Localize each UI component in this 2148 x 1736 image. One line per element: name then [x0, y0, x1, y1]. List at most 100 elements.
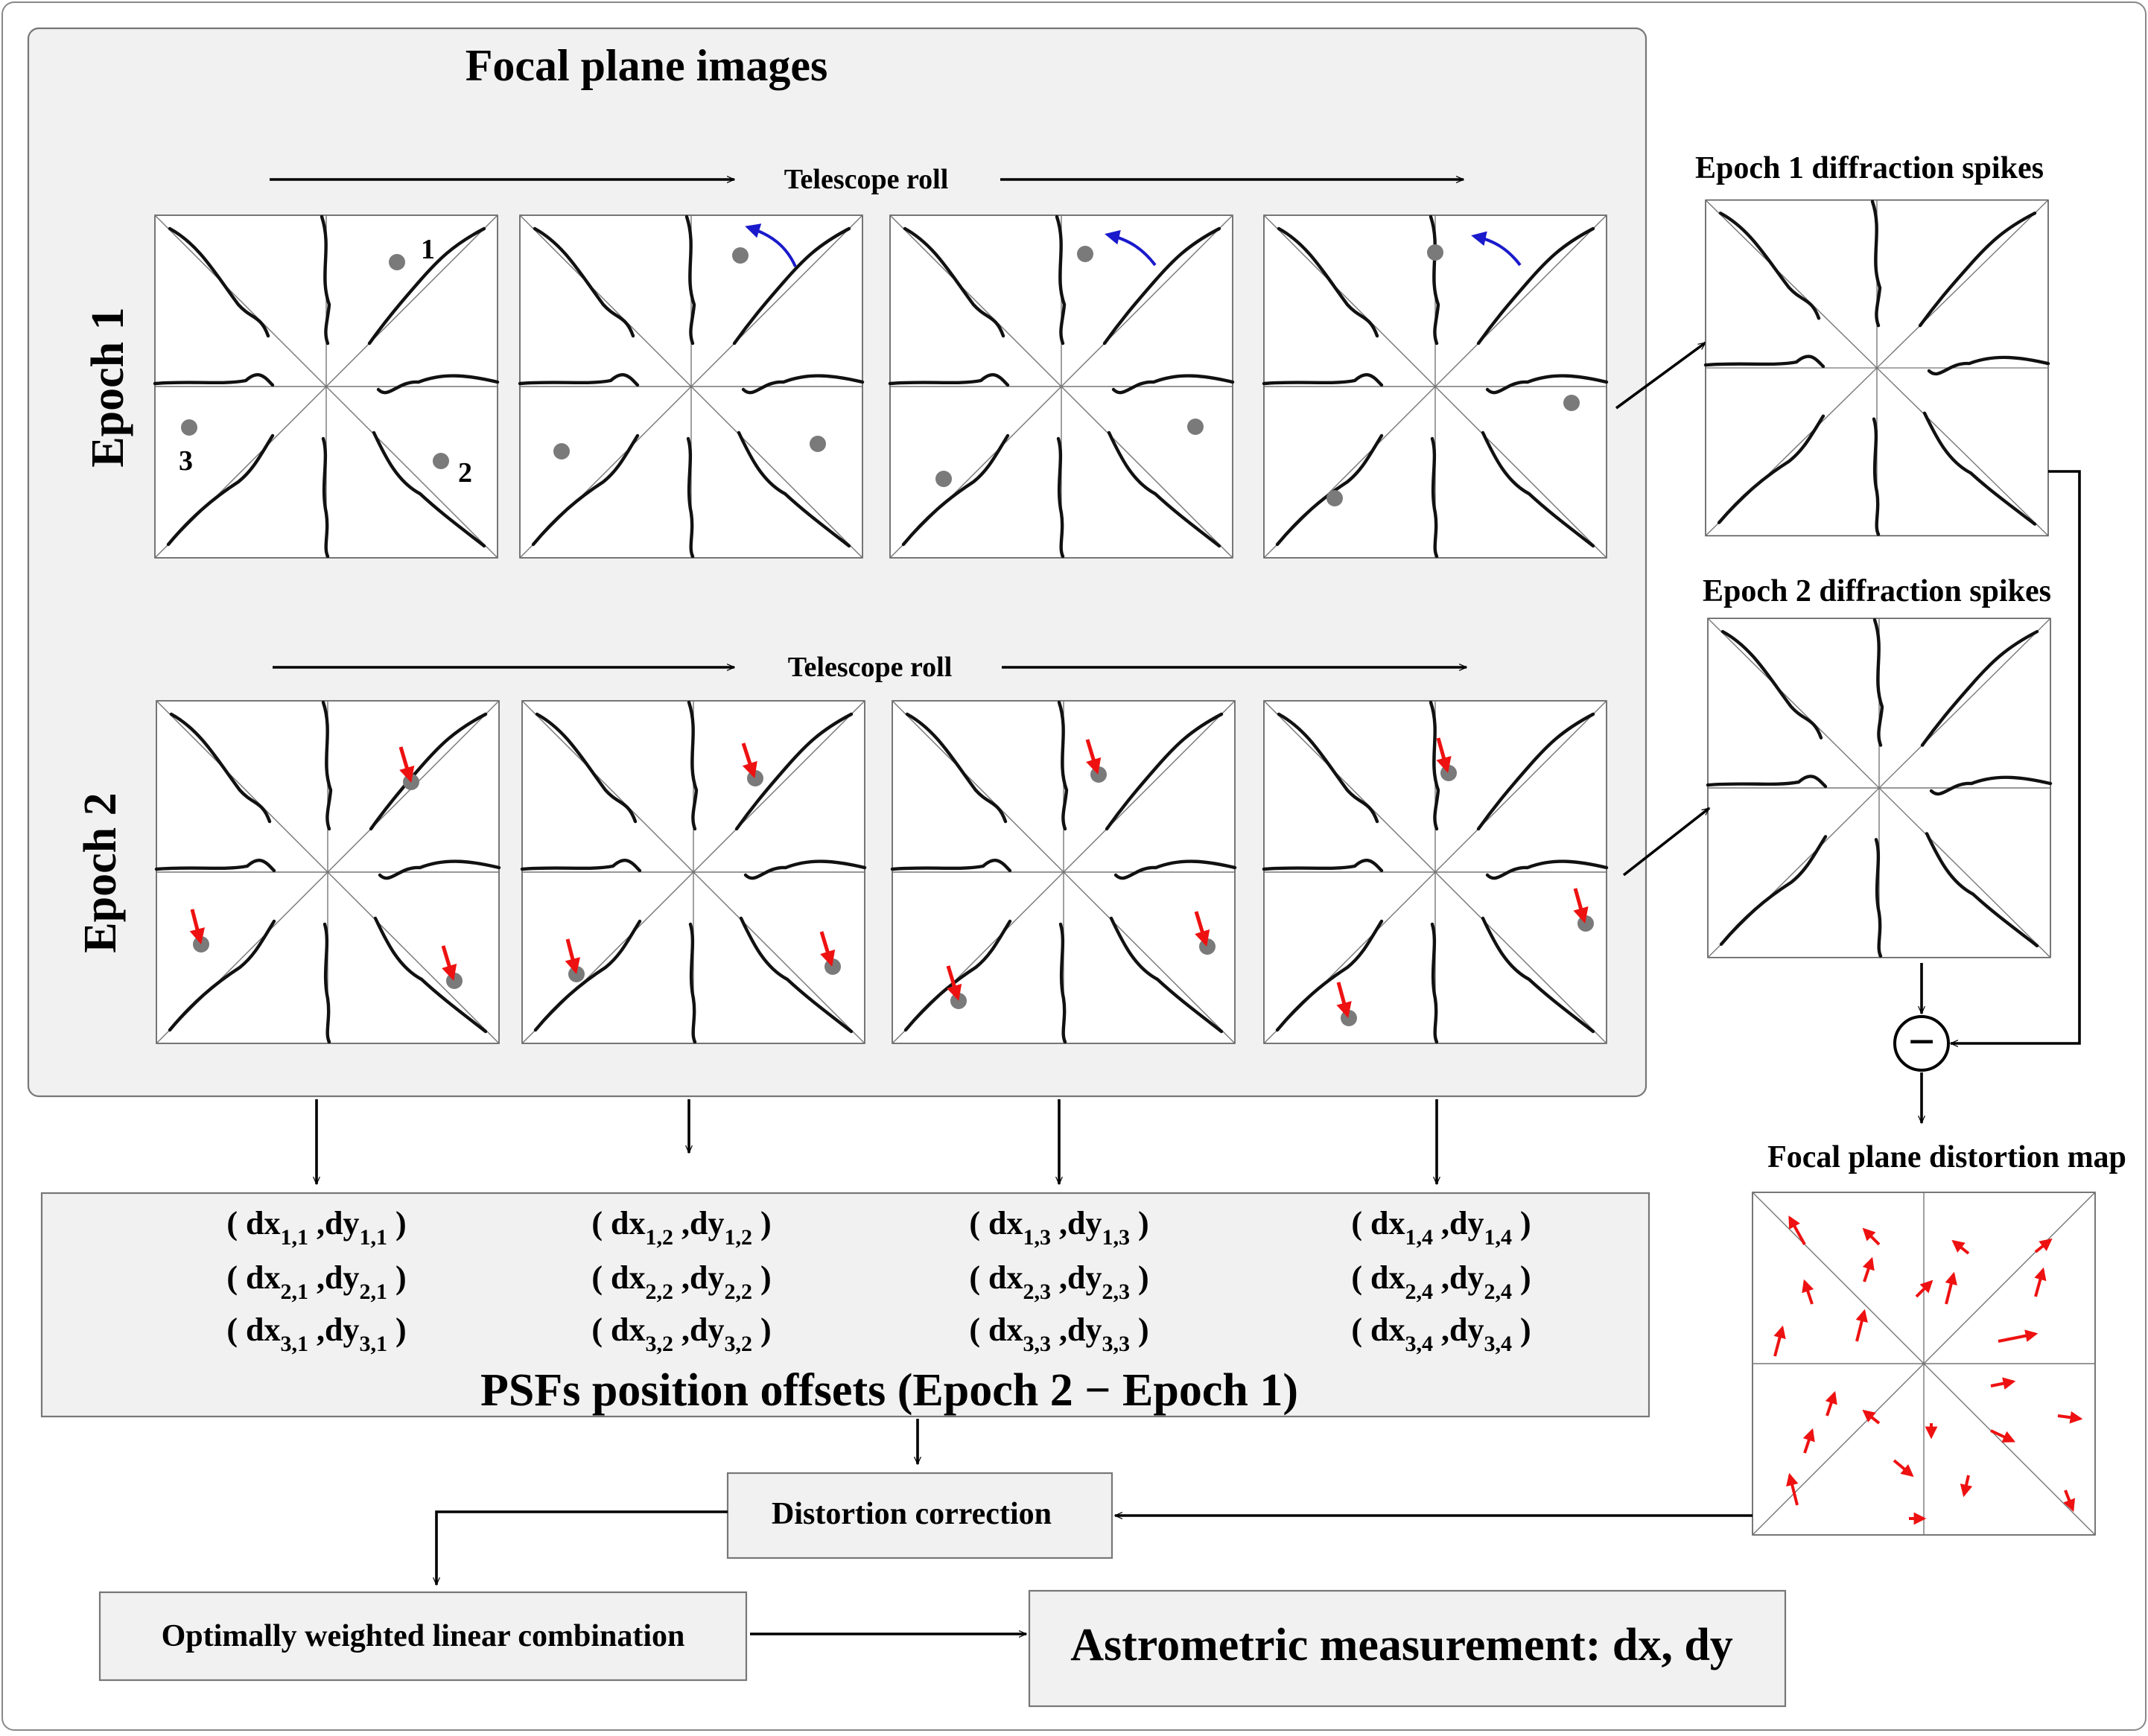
offset-arrow	[441, 945, 457, 982]
offset-arrow	[565, 938, 581, 975]
star-2	[433, 453, 449, 469]
epoch2-spikes-title: Epoch 2 diffraction spikes	[1703, 574, 2051, 608]
star-1-label: 1	[421, 234, 435, 265]
distortion-vector	[1802, 1428, 1815, 1454]
star	[732, 247, 749, 264]
offset-arrow	[946, 965, 962, 1002]
offset-arrow	[819, 931, 836, 967]
arrow-to-epoch2-spikes	[1622, 807, 1709, 877]
epoch1-frame-3	[890, 215, 1233, 558]
offsets-panel	[40, 1192, 1650, 1418]
distortion-map-frame	[1752, 1192, 2096, 1536]
rotation-arrow	[1471, 231, 1522, 267]
distortion-vector	[1998, 1329, 2039, 1343]
distortion-vector	[1960, 1475, 1973, 1498]
star-2-label: 2	[458, 457, 472, 489]
star	[824, 958, 841, 975]
offset-expression: ( dx3,3 ,dy3,3 )	[969, 1311, 1148, 1356]
arrow-to-epoch1-spikes	[1615, 341, 1706, 410]
correction-to-combination-arrow	[436, 1510, 728, 1585]
epoch1-frame-2	[520, 215, 862, 558]
star	[1187, 419, 1204, 435]
distortion-vector	[1825, 1390, 1837, 1417]
distortion-vector	[1893, 1459, 1914, 1478]
distortion-vector	[1773, 1325, 1786, 1357]
offset-expression: ( dx2,4 ,dy2,4 )	[1351, 1259, 1531, 1304]
distortion-vector	[1802, 1279, 1814, 1305]
star-1	[389, 254, 405, 270]
offset-arrow	[741, 743, 757, 778]
star	[553, 443, 570, 460]
astrometric-label: Astrometric measurement: dx, dy	[1070, 1620, 1733, 1670]
rotation-arrow	[745, 223, 797, 267]
distortion-vectors	[1773, 1215, 2083, 1525]
offset-expression: ( dx1,3 ,dy1,3 )	[969, 1205, 1148, 1250]
offset-expression: ( dx2,2 ,dy2,2 )	[591, 1259, 771, 1304]
star	[810, 436, 826, 452]
star-3	[181, 419, 197, 436]
epoch2-frame-1	[156, 701, 499, 1043]
astrometric-box	[1028, 1589, 1787, 1708]
minus-node	[1893, 1015, 1950, 1072]
distortion-vector	[2063, 1489, 2076, 1513]
star-3-label: 3	[179, 445, 193, 477]
distortion-correction-box	[726, 1472, 1113, 1559]
focal-plane-title: Focal plane images	[465, 41, 828, 90]
offset-expression: ( dx3,1 ,dy3,1 )	[226, 1311, 406, 1356]
offset-expression: ( dx1,2 ,dy1,2 )	[591, 1205, 771, 1250]
rotation-arrow	[1105, 229, 1157, 267]
star	[747, 770, 763, 786]
offset-arrow	[1194, 911, 1210, 947]
distortion-vector	[1951, 1239, 1970, 1255]
epoch1-to-minus-connector	[1951, 470, 2081, 1043]
offset-expression: ( dx3,4 ,dy3,4 )	[1351, 1311, 1531, 1356]
offset-arrow	[189, 909, 206, 945]
weighted-combination-box	[98, 1591, 748, 1682]
distortion-vector	[2057, 1411, 2083, 1424]
distortion-vector	[1862, 1409, 1881, 1425]
star	[1090, 766, 1107, 783]
distortion-vector	[1855, 1309, 1868, 1342]
epoch2-frame-4	[1264, 701, 1607, 1043]
distortion-vector	[1945, 1271, 1957, 1305]
star	[1427, 244, 1443, 261]
distortion-vector	[1862, 1227, 1881, 1246]
epoch2-frame-3	[892, 701, 1235, 1043]
star	[446, 973, 463, 989]
star	[1326, 490, 1343, 506]
distortion-vector	[2034, 1267, 2047, 1297]
offset-arrow	[1085, 739, 1102, 775]
offset-arrow	[1436, 737, 1452, 774]
offset-expression: ( dx1,4 ,dy1,4 )	[1351, 1205, 1531, 1250]
telescope-roll-label-2: Telescope roll	[788, 652, 953, 683]
star	[1077, 246, 1093, 262]
epoch2-spikes-frame	[1708, 618, 2050, 957]
star	[935, 471, 952, 487]
epoch1-spikes-frame	[1706, 200, 2048, 536]
offset-expression: ( dx1,1 ,dy1,1 )	[226, 1205, 406, 1250]
offset-expression: ( dx2,1 ,dy2,1 )	[226, 1259, 406, 1304]
distortion-vector	[1788, 1215, 1806, 1245]
epoch1-spikes-title: Epoch 1 diffraction spikes	[1695, 151, 2044, 185]
star	[1563, 395, 1580, 411]
epoch2-frame-2	[522, 701, 865, 1043]
distortion-map-title: Focal plane distortion map	[1767, 1140, 2126, 1174]
epoch1-frame-4	[1264, 215, 1607, 558]
offset-arrow	[1336, 982, 1352, 1019]
distortion-vector	[1990, 1429, 2016, 1443]
distortion-vector	[2034, 1238, 2053, 1253]
weighted-combination-label: Optimally weighted linear combination	[162, 1619, 685, 1653]
offset-expression: ( dx2,3 ,dy2,3 )	[969, 1259, 1148, 1304]
distortion-vector	[1990, 1377, 2016, 1390]
offsets-title: PSFs position offsets (Epoch 2 − Epoch 1…	[480, 1365, 1298, 1416]
star	[1440, 765, 1457, 781]
offset-arrow	[398, 746, 415, 783]
distortion-vector	[1915, 1279, 1933, 1298]
epoch-2-label: Epoch 2	[75, 792, 126, 953]
distortion-vector	[1862, 1256, 1875, 1282]
star	[1577, 915, 1594, 932]
offsets-table: ( dx1,1 ,dy1,1 ) ( dx2,1 ,dy2,1 ) ( dx3,1 …	[226, 1205, 1531, 1356]
distortion-vector	[1786, 1472, 1799, 1506]
